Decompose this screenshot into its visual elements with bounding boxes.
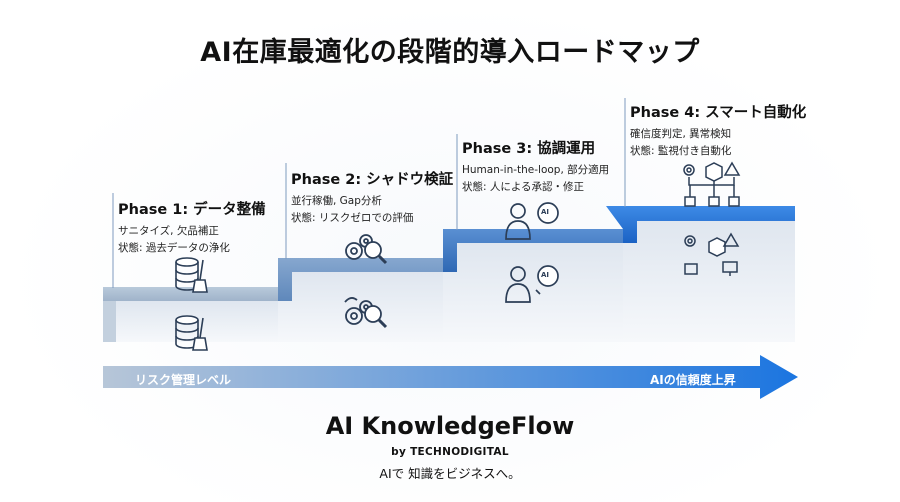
- brand-tagline: AIで 知識をビジネスへ。: [379, 466, 521, 481]
- stair-edge-1: [103, 301, 116, 342]
- phase-1-detail: サニタイズ, 欠品補正: [118, 225, 219, 237]
- phase-2-state: 状態: リスクゼロでの評価: [291, 212, 414, 224]
- ai-trust-label: AIの信頼度上昇: [650, 373, 736, 387]
- phase-3: Phase 3: 協調運用 Human-in-the-loop, 部分適用 状態…: [462, 137, 609, 194]
- database-cleaning-icon: [175, 315, 208, 351]
- database-cleaning-icon: [175, 257, 208, 293]
- page-title: AI在庫最適化の段階的導入ロードマップ: [200, 37, 700, 68]
- person-ai-brain-icon: [505, 202, 559, 240]
- stair-treads: [103, 206, 795, 342]
- trust-arrow: [103, 355, 798, 399]
- stair-tread-4: [606, 206, 795, 243]
- stair-face-3: [443, 243, 623, 342]
- brand-byline: by TECHNODIGITAL: [391, 446, 509, 458]
- automation-network-icon: [683, 161, 741, 207]
- person-ai-brain-icon: [505, 265, 559, 303]
- phase-1-title: Phase 1: データ整備: [118, 202, 266, 218]
- phase-1-state: 状態: 過去データの浄化: [118, 242, 230, 254]
- gears-magnifier-icon: [344, 297, 388, 329]
- phase-2-title: Phase 2: シャドウ検証: [291, 172, 454, 188]
- phase-guides: [112, 98, 626, 288]
- brand-name: AI KnowledgeFlow: [325, 412, 575, 440]
- ai-badge: AI: [541, 208, 550, 216]
- phase-2: Phase 2: シャドウ検証 並行稼働, Gap分析 状態: リスクゼロでの評…: [291, 168, 453, 225]
- stair-tread-2: [278, 258, 443, 301]
- phase-4: Phase 4: スマート自動化 確信度判定, 異常検知 状態: 監視付き自動化: [630, 101, 806, 158]
- phase-3-state: 状態: 人による承認・修正: [462, 181, 585, 193]
- phase-4-state: 状態: 監視付き自動化: [630, 145, 732, 157]
- phase-4-title: Phase 4: スマート自動化: [630, 105, 807, 121]
- phase-2-detail: 並行稼働, Gap分析: [291, 195, 382, 207]
- phase-4-detail: 確信度判定, 異常検知: [630, 128, 732, 140]
- stair-tread-3: [443, 229, 623, 272]
- ai-badge: AI: [541, 271, 550, 279]
- phase-3-detail: Human-in-the-loop, 部分適用: [462, 164, 610, 176]
- stair-face-4: [623, 221, 795, 342]
- phase-1: Phase 1: データ整備 サニタイズ, 欠品補正 状態: 過去データの浄化: [118, 198, 266, 255]
- risk-level-label: リスク管理レベル: [135, 373, 232, 387]
- phase-3-title: Phase 3: 協調運用: [462, 141, 596, 157]
- gears-magnifier-icon: [345, 234, 388, 265]
- stair-tread-1: [103, 287, 278, 301]
- automation-network-icon: [684, 232, 740, 276]
